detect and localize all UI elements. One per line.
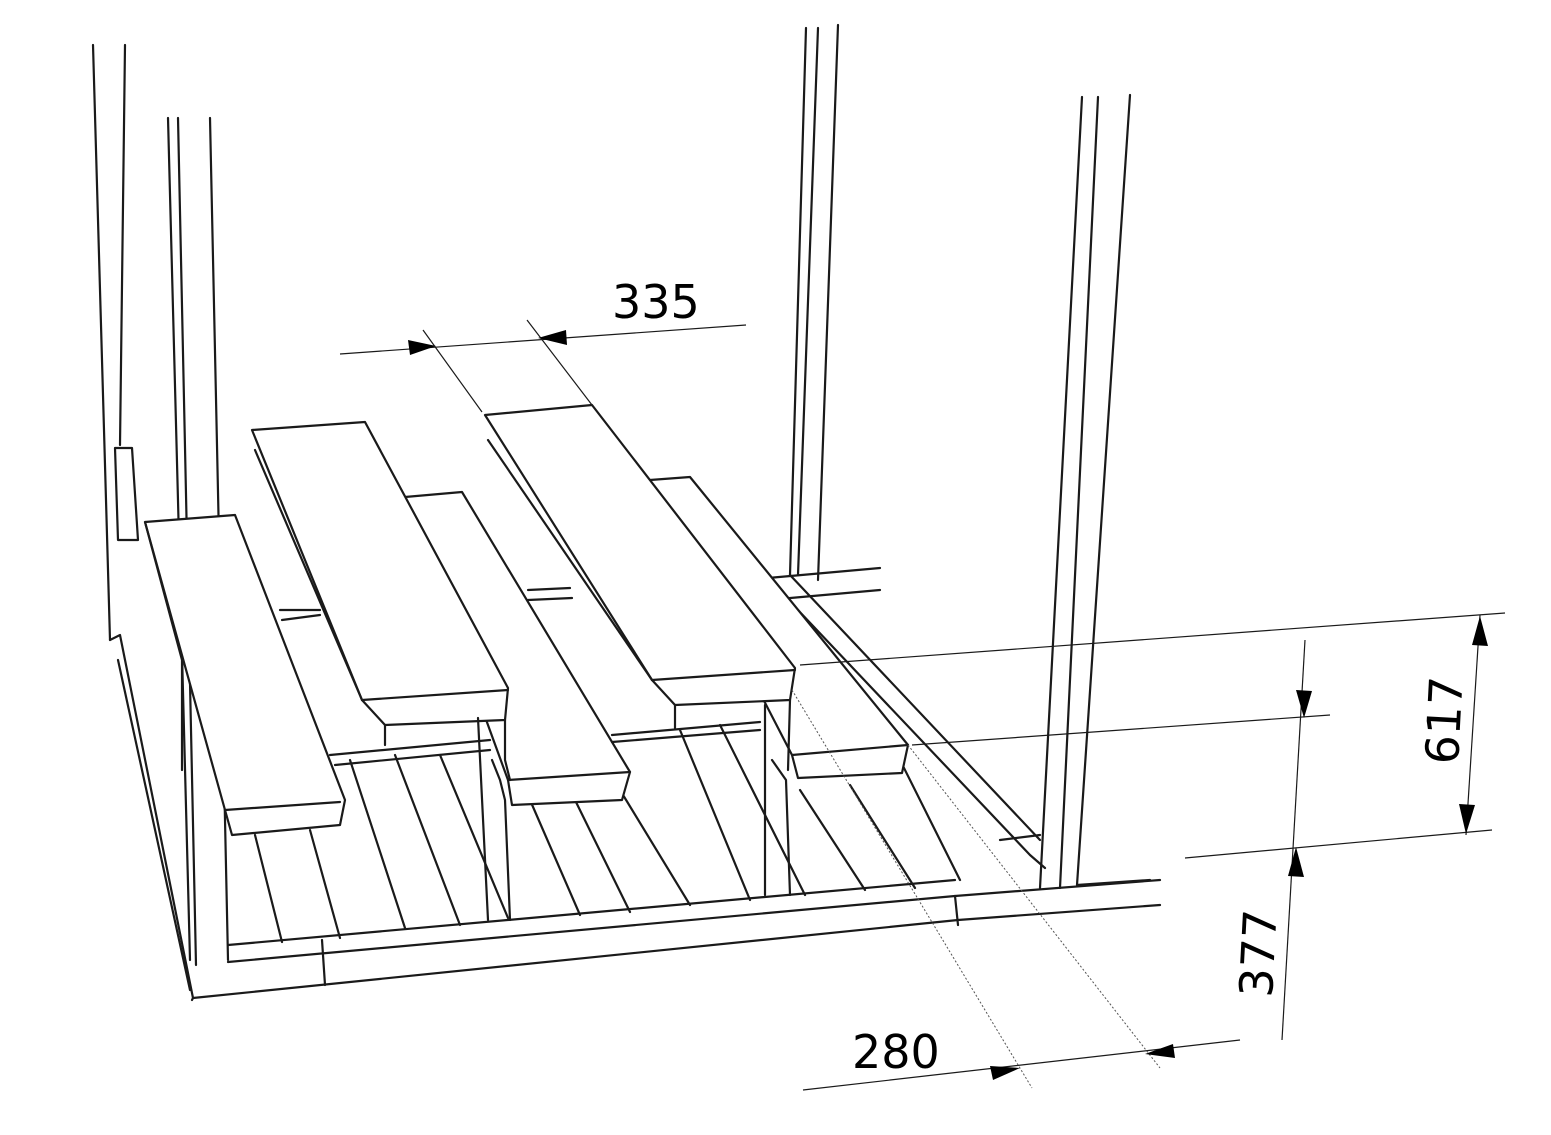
arrow-depth-right	[1145, 1044, 1175, 1058]
dimension-label-377: 377	[1229, 908, 1288, 999]
lower-bench-middle	[403, 490, 632, 807]
arrow-upper-down	[1296, 690, 1312, 718]
dimension-top-width: 335	[339, 275, 747, 413]
upper-bench-left	[250, 420, 512, 922]
arrow-617-top	[1472, 616, 1488, 646]
dimension-label-617: 617	[1415, 675, 1474, 766]
cabin-frame	[91, 23, 1162, 1002]
lower-bench-right	[648, 475, 910, 780]
dimension-label-280: 280	[852, 1025, 940, 1079]
dimension-label-335: 335	[612, 275, 700, 329]
arrow-depth-left	[990, 1066, 1020, 1080]
support-rails	[280, 586, 762, 767]
arrow-top-left	[408, 340, 436, 355]
lower-bench-left	[143, 513, 347, 837]
floor-slats	[253, 608, 962, 944]
arrow-617-bottom	[1459, 804, 1475, 834]
dimension-depth: 280	[791, 689, 1241, 1091]
dimension-heights: 617 377	[799, 612, 1506, 1041]
arrow-top-right	[538, 330, 567, 345]
arrow-lower-up	[1288, 847, 1304, 877]
